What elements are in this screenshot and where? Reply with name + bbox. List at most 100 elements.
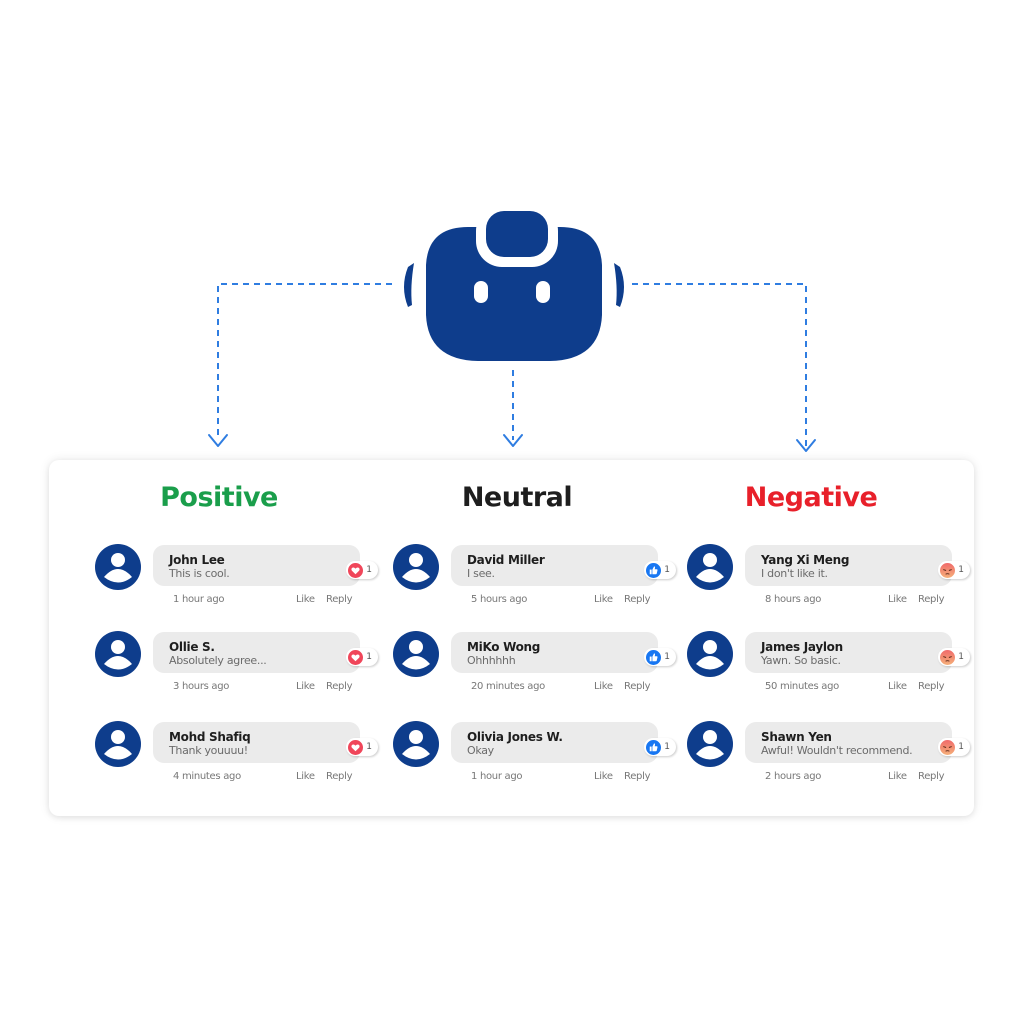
comment-bubble: Olivia Jones W. Okay 1 (451, 722, 676, 763)
reaction-count: 1 (366, 652, 372, 662)
comment-text: I see. (467, 567, 495, 580)
arrowhead-negative (796, 439, 816, 452)
comment-timestamp: 20 minutes ago (471, 681, 545, 692)
comment-author[interactable]: Olivia Jones W. (467, 730, 563, 744)
reaction-badge[interactable]: 1 (938, 648, 970, 666)
comment-item: David Miller I see. 1 5 hours ago Like R… (367, 460, 676, 605)
comment-timestamp: 50 minutes ago (765, 681, 839, 692)
user-avatar-icon[interactable] (393, 721, 439, 767)
comment-item: John Lee This is cool. 1 1 hour ago Like… (69, 460, 378, 605)
comment-timestamp: 2 hours ago (765, 771, 822, 782)
comment-bubble: John Lee This is cool. 1 (153, 545, 378, 586)
reaction-badge[interactable]: 1 (644, 648, 676, 666)
sentiment-panel: Positive John Lee This is cool. 1 1 hour… (49, 460, 974, 816)
angry-reaction-icon (940, 739, 956, 755)
reply-button[interactable]: Reply (326, 594, 353, 605)
connector-to-negative (632, 283, 807, 446)
like-button[interactable]: Like (296, 771, 315, 782)
comment-bubble: Mohd Shafiq Thank youuuu! 1 (153, 722, 378, 763)
reply-button[interactable]: Reply (624, 594, 651, 605)
heart-reaction-icon (348, 649, 364, 665)
column-positive: Positive John Lee This is cool. 1 1 hour… (69, 460, 378, 816)
comment-bubble: James Jaylon Yawn. So basic. 1 (745, 632, 970, 673)
comment-author[interactable]: Shawn Yen (761, 730, 832, 744)
reaction-badge[interactable]: 1 (644, 738, 676, 756)
reaction-count: 1 (958, 742, 964, 752)
reaction-count: 1 (958, 652, 964, 662)
angry-reaction-icon (940, 562, 956, 578)
comment-text: Awful! Wouldn't recommend. (761, 744, 913, 757)
reply-button[interactable]: Reply (326, 771, 353, 782)
like-button[interactable]: Like (888, 594, 907, 605)
comment-author[interactable]: Mohd Shafiq (169, 730, 251, 744)
reaction-badge[interactable]: 1 (644, 561, 676, 579)
user-avatar-icon[interactable] (95, 631, 141, 677)
reaction-count: 1 (664, 652, 670, 662)
reaction-count: 1 (366, 742, 372, 752)
like-button[interactable]: Like (888, 771, 907, 782)
reaction-badge[interactable]: 1 (938, 561, 970, 579)
like-button[interactable]: Like (296, 681, 315, 692)
comment-author[interactable]: John Lee (169, 553, 225, 567)
user-avatar-icon[interactable] (393, 544, 439, 590)
reaction-badge[interactable]: 1 (346, 561, 378, 579)
reply-button[interactable]: Reply (918, 681, 945, 692)
like-button[interactable]: Like (594, 681, 613, 692)
comment-bubble: Ollie S. Absolutely agree... 1 (153, 632, 378, 673)
reply-button[interactable]: Reply (918, 594, 945, 605)
reaction-count: 1 (958, 565, 964, 575)
column-neutral: Neutral David Miller I see. 1 5 hours ag… (367, 460, 676, 816)
reply-button[interactable]: Reply (326, 681, 353, 692)
comment-author[interactable]: Ollie S. (169, 640, 215, 654)
comment-item: Yang Xi Meng I don't like it. 1 8 hours … (661, 460, 970, 605)
angry-reaction-icon (940, 649, 956, 665)
like-button[interactable]: Like (296, 594, 315, 605)
user-avatar-icon[interactable] (687, 631, 733, 677)
reaction-badge[interactable]: 1 (346, 648, 378, 666)
reply-button[interactable]: Reply (624, 771, 651, 782)
robot-head-icon (404, 205, 624, 361)
column-title: Neutral (461, 482, 573, 513)
comment-timestamp: 4 minutes ago (173, 771, 241, 782)
arrowhead-neutral (503, 434, 523, 447)
comment-item: Olivia Jones W. Okay 1 1 hour ago Like R… (367, 637, 676, 782)
reply-button[interactable]: Reply (918, 771, 945, 782)
comment-author[interactable]: James Jaylon (761, 640, 843, 654)
user-avatar-icon[interactable] (95, 721, 141, 767)
comment-author[interactable]: Yang Xi Meng (761, 553, 850, 567)
thumbs-up-reaction-icon (646, 739, 662, 755)
comment-timestamp: 3 hours ago (173, 681, 230, 692)
user-avatar-icon[interactable] (95, 544, 141, 590)
like-button[interactable]: Like (594, 594, 613, 605)
comment-bubble: MiKo Wong Ohhhhhh 1 (451, 632, 676, 673)
reply-button[interactable]: Reply (624, 681, 651, 692)
comment-bubble: Yang Xi Meng I don't like it. 1 (745, 545, 970, 586)
heart-reaction-icon (348, 562, 364, 578)
column-title: Negative (744, 482, 878, 513)
comment-author[interactable]: David Miller (467, 553, 545, 567)
comment-item: James Jaylon Yawn. So basic. 1 50 minute… (661, 547, 970, 692)
comment-timestamp: 5 hours ago (471, 594, 528, 605)
comment-text: Absolutely agree... (169, 654, 267, 667)
reaction-badge[interactable]: 1 (938, 738, 970, 756)
like-button[interactable]: Like (888, 681, 907, 692)
thumbs-up-reaction-icon (646, 649, 662, 665)
user-avatar-icon[interactable] (393, 631, 439, 677)
comment-author[interactable]: MiKo Wong (467, 640, 541, 654)
reaction-badge[interactable]: 1 (346, 738, 378, 756)
thumbs-up-reaction-icon (646, 562, 662, 578)
user-avatar-icon[interactable] (687, 544, 733, 590)
column-title: Positive (160, 482, 278, 513)
comment-text: This is cool. (169, 567, 230, 580)
comment-timestamp: 1 hour ago (471, 771, 523, 782)
comment-item: Mohd Shafiq Thank youuuu! 1 4 minutes ag… (69, 637, 378, 782)
comment-timestamp: 8 hours ago (765, 594, 822, 605)
user-avatar-icon[interactable] (687, 721, 733, 767)
comment-text: Yawn. So basic. (761, 654, 841, 667)
comment-item: Shawn Yen Awful! Wouldn't recommend. 1 2… (661, 637, 970, 782)
like-button[interactable]: Like (594, 771, 613, 782)
column-negative: Negative Yang Xi Meng I don't like it. 1… (661, 460, 970, 816)
comment-text: Thank youuuu! (169, 744, 248, 757)
heart-reaction-icon (348, 739, 364, 755)
